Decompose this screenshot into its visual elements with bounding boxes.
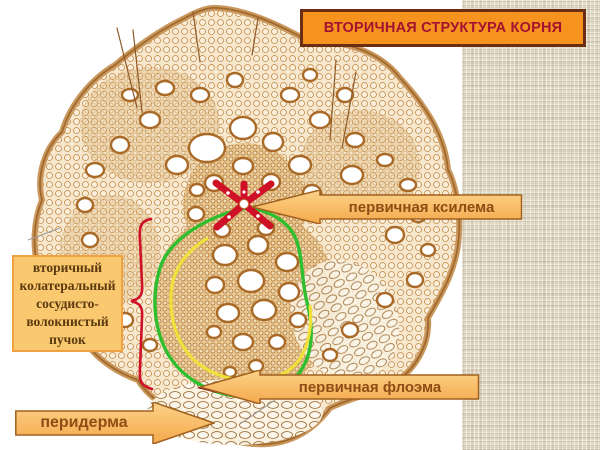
left-arrow-shape (252, 190, 523, 224)
callout-bundle-box: вторичный колатеральный сосудисто- волок… (12, 255, 123, 352)
bundle-brace (130, 217, 154, 391)
callout-primary-phloem: первичная флоэма (200, 370, 480, 404)
callout-primary-xylem-label: первичная ксилема (348, 198, 495, 216)
bundle-label-line: пучок (49, 331, 86, 347)
right-arrow-shape (15, 402, 215, 444)
left-arrow-shape (200, 370, 480, 404)
callout-periderm-label: перидерма (40, 414, 128, 431)
slide-title-text: ВТОРИЧНАЯ СТРУКТУРА КОРНЯ (323, 20, 563, 36)
callout-primary-phloem-label: первичная флоэма (298, 378, 442, 396)
root-hairs (116, 11, 357, 149)
bundle-label-line: волокнистый (26, 313, 109, 329)
bundle-label-line: вторичный (32, 259, 103, 275)
bundle-label-line: сосудисто- (36, 295, 99, 311)
slide-title: ВТОРИЧНАЯ СТРУКТУРА КОРНЯ (300, 9, 586, 47)
bundle-label-line: колатеральный (19, 277, 116, 293)
leader-lines (27, 227, 276, 425)
background-texture-stripe (462, 0, 600, 450)
phloem-outline-yellow (169, 236, 313, 383)
callout-periderm: перидерма (15, 402, 215, 444)
callout-primary-xylem: первичная ксилема (252, 190, 523, 224)
primary-xylem-marker (212, 179, 275, 231)
